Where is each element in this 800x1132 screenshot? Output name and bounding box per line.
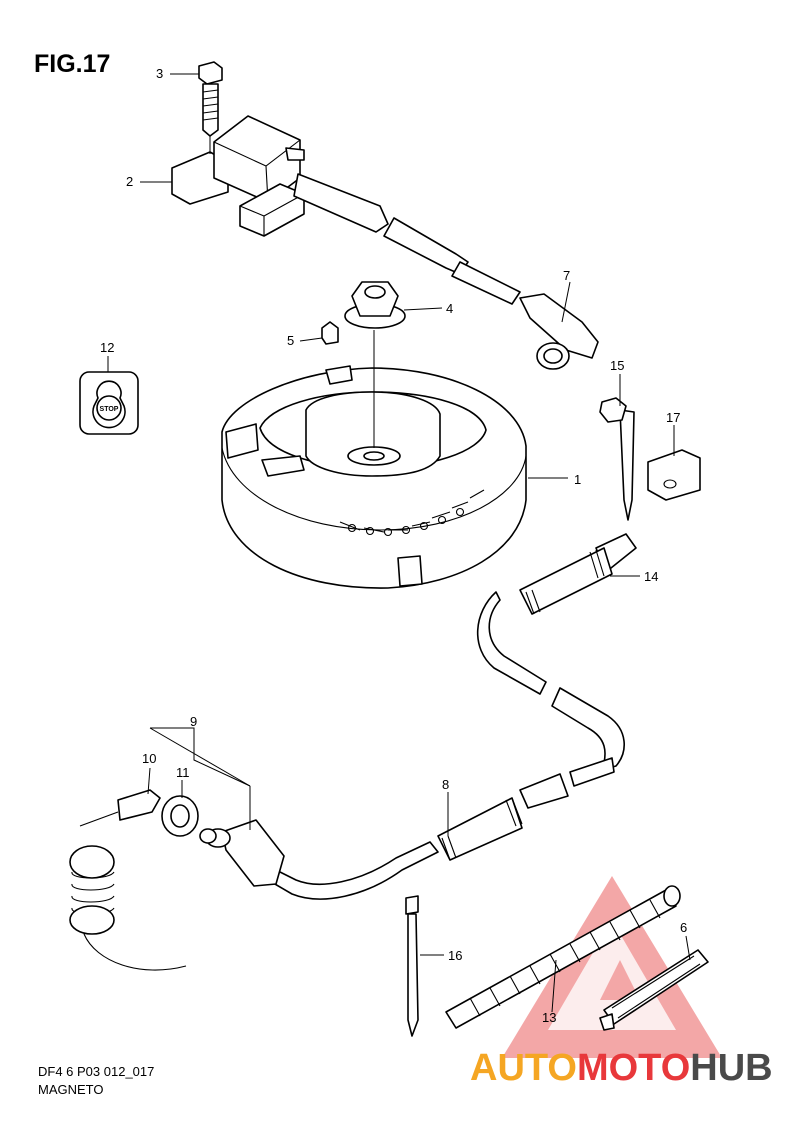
part-bolt-3 — [198, 61, 223, 137]
callout-3: 3 — [156, 66, 163, 81]
callout-17: 17 — [666, 410, 680, 425]
leader-lines — [107, 73, 691, 1013]
part-cable-tie-16 — [405, 895, 419, 1037]
watermark-text-hub: HUB — [690, 1047, 772, 1089]
callout-9: 9 — [190, 714, 197, 729]
part-stop-lead-14 — [476, 533, 637, 787]
part-switch-9 — [199, 819, 285, 887]
callout-14: 14 — [644, 569, 658, 584]
part-lanyard-10 — [69, 789, 187, 971]
svg-text:AUTOMOTOHUB: AUTOMOTOHUB — [470, 1047, 773, 1089]
part-sleeve-13 — [445, 885, 681, 1029]
part-stop-lead-8 — [267, 773, 569, 900]
callout-1: 1 — [574, 472, 581, 487]
high-tension-lead — [383, 217, 521, 305]
part-stop-switch-12: STOP — [79, 371, 139, 435]
part-flywheel-1 — [221, 365, 527, 589]
callout-6: 6 — [680, 920, 687, 935]
footer-name: MAGNETO — [38, 1082, 104, 1097]
part-plug-cap-7 — [519, 293, 599, 370]
callout-12: 12 — [100, 340, 114, 355]
callout-13: 13 — [542, 1010, 556, 1025]
callout-10: 10 — [142, 751, 156, 766]
callout-2: 2 — [126, 174, 133, 189]
part-strap-6 — [599, 949, 709, 1031]
figure-title: FIG.17 — [34, 50, 111, 78]
part-nut-4 — [344, 281, 406, 329]
callout-5: 5 — [287, 333, 294, 348]
watermark-text-auto: AUTO — [470, 1047, 577, 1089]
watermark-wordmark: AUTOMOTOHUB — [470, 1047, 773, 1089]
part-ignition-coil-2 — [171, 115, 389, 237]
callout-7: 7 — [563, 268, 570, 283]
callout-16: 16 — [448, 948, 462, 963]
part-clip-15 — [599, 397, 635, 521]
callout-15: 15 — [610, 358, 624, 373]
callout-numbers: 1 2 3 4 5 6 7 8 9 10 11 12 13 14 15 16 1… — [100, 66, 687, 1025]
footer-code: DF4 6 P03 012_017 — [38, 1064, 155, 1079]
callout-4: 4 — [446, 301, 453, 316]
part-nut-11 — [161, 795, 199, 837]
part-key-5 — [321, 321, 339, 345]
callout-8: 8 — [442, 777, 449, 792]
watermark-text-moto: MOTO — [577, 1047, 690, 1089]
part-plate-17 — [647, 449, 701, 501]
callout-11: 11 — [176, 765, 190, 780]
stop-label: STOP — [100, 406, 119, 413]
